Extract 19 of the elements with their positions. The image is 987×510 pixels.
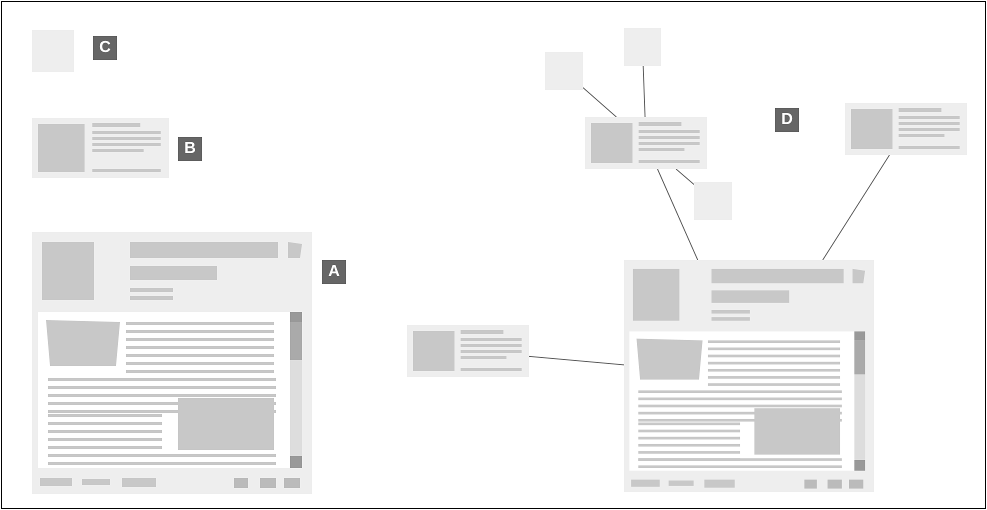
page-wireframe-drawing [32, 232, 312, 494]
letter-label: C [93, 36, 117, 60]
card-wireframe-drawing [407, 325, 529, 377]
letter-label: B [178, 137, 202, 161]
page-wireframe-drawing [624, 260, 874, 492]
letter-label: A [322, 260, 346, 284]
placeholder-square [624, 28, 661, 66]
connector-line [676, 168, 694, 186]
placeholder-square [694, 182, 732, 220]
connector-line [528, 356, 624, 366]
card-wireframe-drawing [32, 118, 169, 178]
connector-line [657, 168, 698, 260]
placeholder-square [545, 52, 583, 90]
card-wireframe-drawing [585, 117, 707, 169]
card-wireframe-drawing [845, 103, 967, 155]
connector-line [642, 66, 646, 118]
letter-label: D [775, 108, 799, 132]
connector-line [822, 154, 890, 260]
connector-line [582, 87, 617, 118]
